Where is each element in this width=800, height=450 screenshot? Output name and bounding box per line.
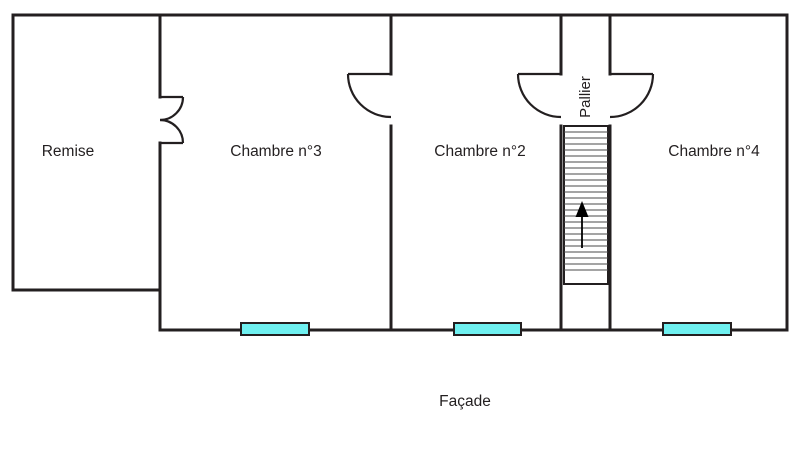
room-label-pallier: Pallier (577, 76, 594, 118)
door-pallier-right-arc (609, 73, 655, 119)
room-label-chambre2: Chambre n°2 (434, 143, 526, 160)
door-pallier-left (516, 72, 562, 119)
staircase-treads (564, 131, 608, 271)
window-chambre3 (240, 322, 310, 336)
door-remise-arc-top (159, 96, 185, 122)
staircase-direction-arrow (575, 201, 589, 248)
door-remise (159, 95, 185, 145)
staircase (563, 125, 609, 285)
window-chambre4 (662, 322, 732, 336)
door-pallier-right (609, 72, 655, 119)
room-label-chambre4: Chambre n°4 (668, 143, 760, 160)
door-pallier-left-arc (516, 73, 562, 119)
exterior-wall-outline (11, 13, 789, 332)
door-remise-arc-bottom (159, 118, 185, 144)
facade-caption: Façade (439, 393, 491, 410)
room-label-remise: Remise (42, 143, 95, 160)
door-chambre3-arc (346, 73, 392, 119)
window-chambre2 (453, 322, 522, 336)
room-label-chambre3: Chambre n°3 (230, 143, 322, 160)
door-chambre3 (346, 72, 392, 119)
